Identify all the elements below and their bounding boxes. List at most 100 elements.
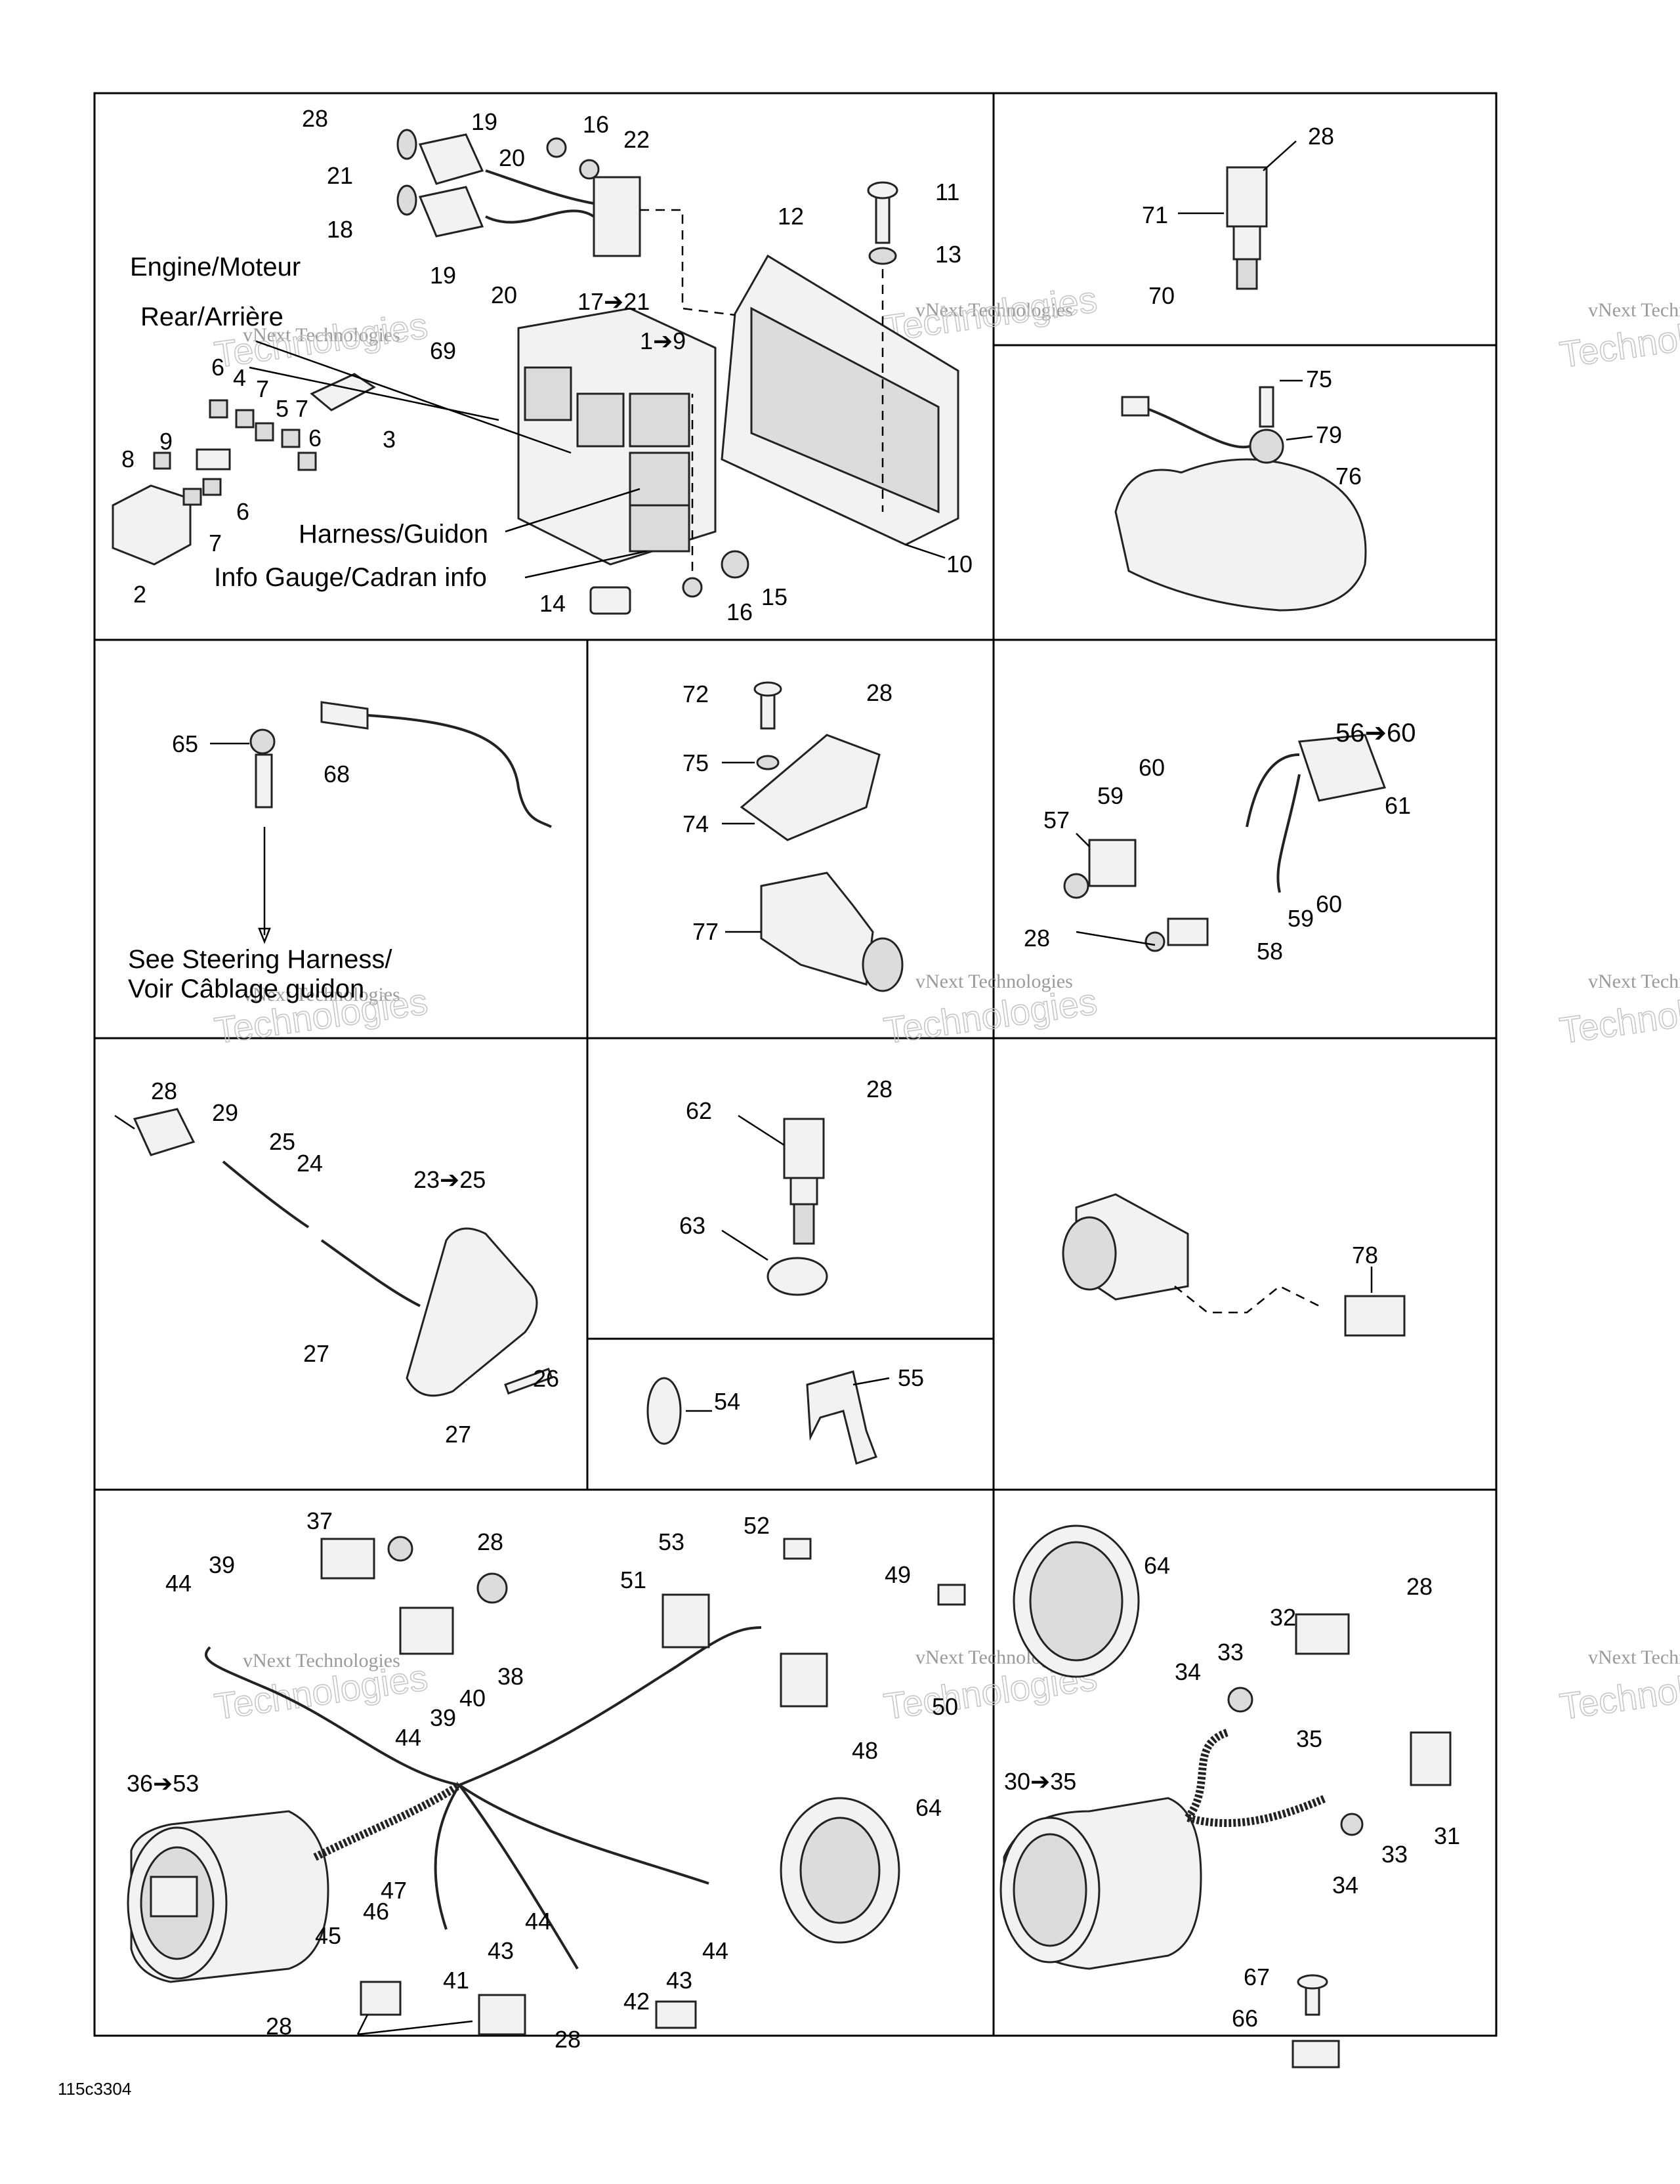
svg-text:70: 70	[1148, 282, 1175, 309]
svg-text:16: 16	[726, 598, 753, 625]
svg-text:42: 42	[623, 1988, 650, 2015]
svg-text:vNext Technologies: vNext Technologies	[915, 299, 1073, 321]
svg-text:28: 28	[1406, 1573, 1433, 1600]
svg-text:37: 37	[306, 1507, 333, 1534]
svg-text:28: 28	[302, 105, 328, 132]
svg-text:vNext Technologies: vNext Technologies	[1588, 1647, 1680, 1668]
svg-text:61: 61	[1385, 792, 1411, 819]
svg-text:46: 46	[363, 1898, 389, 1925]
svg-text:16: 16	[583, 111, 609, 138]
svg-text:28: 28	[866, 679, 892, 706]
svg-text:68: 68	[324, 761, 350, 788]
svg-text:53: 53	[658, 1528, 684, 1555]
svg-text:77: 77	[692, 918, 719, 945]
svg-text:44: 44	[525, 1908, 551, 1935]
svg-text:20: 20	[499, 144, 525, 171]
svg-text:19: 19	[430, 262, 456, 289]
svg-text:38: 38	[497, 1663, 524, 1690]
svg-text:28: 28	[477, 1528, 503, 1555]
svg-text:22: 22	[623, 126, 650, 153]
svg-text:vNext Technologies: vNext Technologies	[915, 971, 1073, 992]
svg-text:vNext Technologies: vNext Technologies	[1588, 971, 1680, 992]
svg-text:41: 41	[443, 1967, 469, 1994]
panel-lanyard: 65 68 See Steering Harness/ Voir Câblage…	[128, 701, 552, 1003]
svg-text:47: 47	[381, 1877, 407, 1904]
svg-text:72: 72	[682, 681, 709, 707]
svg-text:59: 59	[1097, 782, 1124, 809]
svg-text:54: 54	[714, 1388, 740, 1415]
svg-text:6: 6	[308, 425, 322, 452]
svg-text:64: 64	[1144, 1552, 1170, 1579]
svg-text:28: 28	[1024, 925, 1050, 952]
svg-text:48: 48	[852, 1737, 878, 1764]
svg-text:19: 19	[471, 108, 497, 135]
svg-text:57: 57	[1043, 807, 1070, 833]
svg-text:24: 24	[297, 1150, 323, 1177]
svg-text:vNext Technologies: vNext Technologies	[1588, 299, 1680, 321]
svg-text:44: 44	[165, 1570, 192, 1597]
svg-text:10: 10	[946, 551, 973, 578]
svg-text:69: 69	[430, 337, 456, 364]
svg-text:49: 49	[885, 1561, 911, 1588]
svg-text:44: 44	[702, 1937, 728, 1964]
svg-text:vNext Technologies: vNext Technologies	[243, 324, 400, 346]
svg-text:29: 29	[212, 1099, 238, 1126]
svg-text:30➔35: 30➔35	[1004, 1768, 1076, 1795]
panel-sensor-71: 71 70 28	[1142, 123, 1334, 309]
svg-text:45: 45	[315, 1922, 341, 1949]
svg-text:9: 9	[159, 428, 173, 455]
svg-text:51: 51	[620, 1566, 646, 1593]
svg-text:31: 31	[1434, 1822, 1460, 1849]
svg-text:Voir Câblage guidon: Voir Câblage guidon	[128, 975, 364, 1003]
svg-text:12: 12	[778, 203, 804, 230]
svg-text:28: 28	[151, 1078, 177, 1104]
svg-text:65: 65	[172, 730, 198, 757]
svg-text:Harness/Guidon: Harness/Guidon	[299, 520, 488, 549]
svg-text:8: 8	[121, 446, 135, 472]
svg-text:Rear/Arrière: Rear/Arrière	[140, 303, 284, 331]
svg-text:44: 44	[395, 1724, 421, 1751]
svg-text:3: 3	[383, 426, 396, 453]
svg-text:59: 59	[1288, 905, 1314, 932]
svg-text:78: 78	[1352, 1242, 1378, 1269]
svg-text:43: 43	[488, 1937, 514, 1964]
svg-text:36➔53: 36➔53	[127, 1770, 199, 1797]
svg-text:27: 27	[303, 1340, 329, 1367]
panel-steering-sensor: 72 75 74 77 28	[682, 679, 904, 992]
svg-text:4: 4	[233, 364, 246, 391]
svg-text:79: 79	[1316, 421, 1342, 448]
svg-text:58: 58	[1257, 938, 1283, 965]
svg-text:5: 5	[276, 395, 289, 422]
panel-pipe-sensor: 78	[1062, 1193, 1406, 1337]
svg-text:23➔25: 23➔25	[413, 1166, 486, 1193]
svg-text:34: 34	[1175, 1658, 1201, 1685]
panel-ties: 54 55	[646, 1364, 924, 1465]
svg-text:43: 43	[666, 1967, 692, 1994]
svg-text:2: 2	[133, 581, 146, 608]
svg-text:Info Gauge/Cadran info: Info Gauge/Cadran info	[214, 563, 487, 592]
svg-text:1➔9: 1➔9	[640, 327, 686, 354]
svg-text:20: 20	[491, 282, 517, 308]
svg-text:21: 21	[327, 162, 353, 189]
svg-text:14: 14	[539, 590, 566, 617]
svg-text:11: 11	[935, 178, 959, 205]
panel-sensor-62: 62 63 28	[679, 1076, 892, 1296]
svg-text:7: 7	[209, 530, 222, 556]
panel-sensor-23: 28 29 25 24 23➔25 27 26 27	[114, 1078, 559, 1448]
svg-text:66: 66	[1232, 2005, 1258, 2032]
svg-text:6: 6	[236, 498, 249, 525]
panel-sensor-56: 56➔60 60 59 57 61 60 59 28 58	[1024, 719, 1416, 965]
svg-text:75: 75	[682, 749, 709, 776]
panel-mpem	[112, 129, 959, 615]
svg-text:13: 13	[935, 241, 961, 268]
svg-text:67: 67	[1244, 1964, 1270, 1990]
panel-mpem-labels: Engine/Moteur Rear/Arrière Harness/Guido…	[121, 105, 973, 625]
svg-text:76: 76	[1335, 463, 1362, 490]
svg-text:Engine/Moteur: Engine/Moteur	[130, 253, 301, 282]
svg-text:18: 18	[327, 216, 353, 243]
svg-text:39: 39	[430, 1704, 456, 1731]
svg-text:25: 25	[269, 1128, 295, 1155]
svg-text:56➔60: 56➔60	[1335, 719, 1416, 747]
svg-text:28: 28	[866, 1076, 892, 1102]
svg-text:15: 15	[761, 583, 788, 610]
